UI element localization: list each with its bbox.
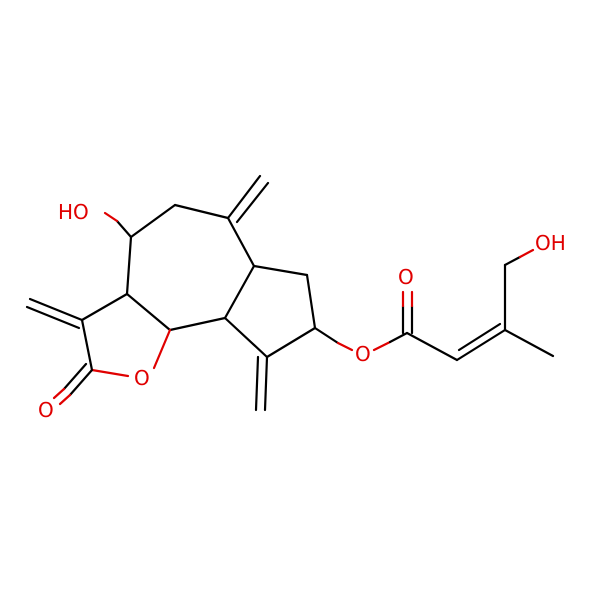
bond [68,368,94,397]
ester-carbonyl-oxygen-label: O [398,265,414,289]
bond [455,328,507,362]
carbonyl-oxygen-label: O [38,398,54,422]
bond [388,331,409,344]
atom-labels: HO OH O O O O [38,200,566,422]
bond [80,292,129,322]
bond [263,355,269,412]
ester-oxygen-label: O [355,342,371,366]
bond [129,203,177,239]
bond [152,328,172,370]
bonds [25,174,555,412]
bond [405,331,459,362]
bond [518,248,535,259]
bond [226,174,262,220]
bond [25,305,81,330]
bond [125,235,133,296]
ring-oxygen-label: O [134,366,150,390]
bond [173,203,230,220]
bond [28,297,84,322]
bond [62,362,88,391]
bond [52,387,66,400]
bond [223,316,269,359]
hydroxyl-right-label: OH [535,231,566,255]
bond [103,211,119,223]
bond [457,322,502,352]
bond [252,264,309,277]
hydroxyl-left-label: HO [58,200,89,224]
bond [336,341,354,352]
bond [90,368,130,378]
bond [313,326,340,345]
bond [80,318,94,372]
bond [305,273,317,330]
bond [226,216,256,268]
bond [58,393,72,406]
bond [503,255,522,267]
bond [372,340,392,352]
bond [265,326,317,359]
bond [125,292,172,332]
bond [235,181,270,224]
bond [503,328,555,358]
bond [115,219,133,239]
bond [168,316,227,332]
bond [254,355,260,412]
bond [223,264,256,320]
